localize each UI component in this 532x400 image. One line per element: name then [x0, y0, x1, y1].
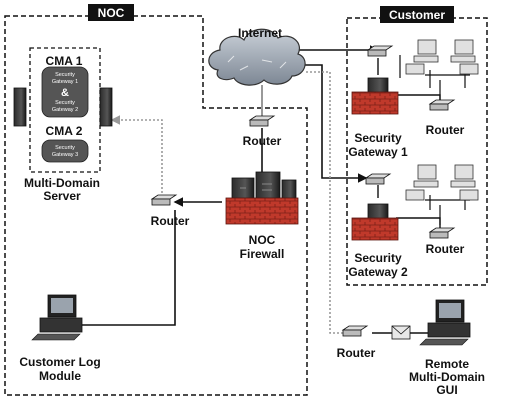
customer-zone-border: [346, 17, 488, 286]
mds-tower-right-icon: [99, 87, 113, 127]
router-top-label: Router: [243, 134, 282, 148]
svg-text:NOC: NOC: [98, 6, 125, 20]
link-lan1-pcs: [399, 55, 470, 105]
router-bottom-icon: [341, 325, 369, 337]
noc-firewall-label-1: NOC: [249, 233, 276, 247]
svg-text:Gateway 1: Gateway 1: [52, 79, 78, 85]
mds-label-2: Server: [43, 189, 81, 203]
remote-gui-label-3: GUI: [436, 383, 457, 397]
security-gateway-2-label-2: Gateway 2: [348, 265, 408, 279]
customer-zone-tab: Customer: [380, 6, 454, 23]
security-gateway-2-label-1: Security: [354, 251, 402, 265]
noc-firewall-icon: [225, 171, 299, 225]
customer-1-workstations-icon: [405, 39, 479, 75]
customer-log-module-label-2: Module: [39, 369, 81, 383]
mds-label-1: Multi-Domain: [24, 176, 100, 190]
router-bottom-label: Router: [337, 346, 376, 360]
router-customer-1-icon: [366, 45, 456, 111]
customer-log-module-label-1: Customer Log: [19, 355, 100, 369]
link-router-left-clm: [75, 210, 176, 326]
cma1-gateways-pill: Security Gateway 1 & Security Gateway 2: [41, 66, 89, 118]
remote-gui-label-1: Remote: [425, 357, 469, 371]
security-gateway-2-icon: [351, 203, 399, 241]
link-router-left-mds: [110, 115, 163, 197]
router-customer-2-label: Router: [426, 242, 465, 256]
envelope-icon: [391, 325, 411, 340]
remote-gui-label-2: Multi-Domain: [409, 370, 485, 384]
security-gateway-1-icon: [351, 77, 399, 115]
router-customer-1-label: Router: [426, 123, 465, 137]
security-gateway-1-label-1: Security: [354, 131, 402, 145]
svg-text:Security: Security: [55, 145, 75, 151]
link-internet-router-bottom: [306, 71, 343, 334]
cma1-label: CMA 1: [46, 54, 83, 68]
customer-2-workstations-icon: [405, 164, 479, 201]
remote-gui-computer-icon: [419, 299, 471, 346]
svg-text:Customer: Customer: [389, 8, 445, 22]
svg-text:Security: Security: [55, 100, 75, 106]
router-left-icon: [150, 194, 178, 206]
cma2-label: CMA 2: [46, 124, 83, 138]
link-lan2-pcs: [425, 195, 470, 225]
link-internet-sg2: [300, 64, 368, 183]
svg-text:&: &: [61, 87, 69, 99]
security-gateway-1-label-2: Gateway 1: [348, 145, 408, 159]
mds-tower-left-icon: [13, 87, 27, 127]
customer-log-module-computer-icon: [31, 294, 83, 341]
cma2-gateway-pill: Security Gateway 3: [41, 139, 89, 163]
mds-group-border: [29, 47, 101, 173]
noc-zone-border: [4, 15, 308, 396]
noc-firewall-label-2: Firewall: [240, 247, 285, 261]
svg-text:Security: Security: [55, 72, 75, 78]
internet-label: Internet: [238, 26, 282, 40]
internet-cloud-icon: [208, 28, 306, 86]
noc-zone-tab: NOC: [88, 4, 134, 21]
router-left-label: Router: [151, 214, 190, 228]
svg-text:Gateway 3: Gateway 3: [52, 152, 78, 158]
svg-text:Gateway 2: Gateway 2: [52, 107, 78, 113]
router-customer-2-icon: [364, 173, 456, 239]
router-top-icon: [248, 115, 276, 127]
